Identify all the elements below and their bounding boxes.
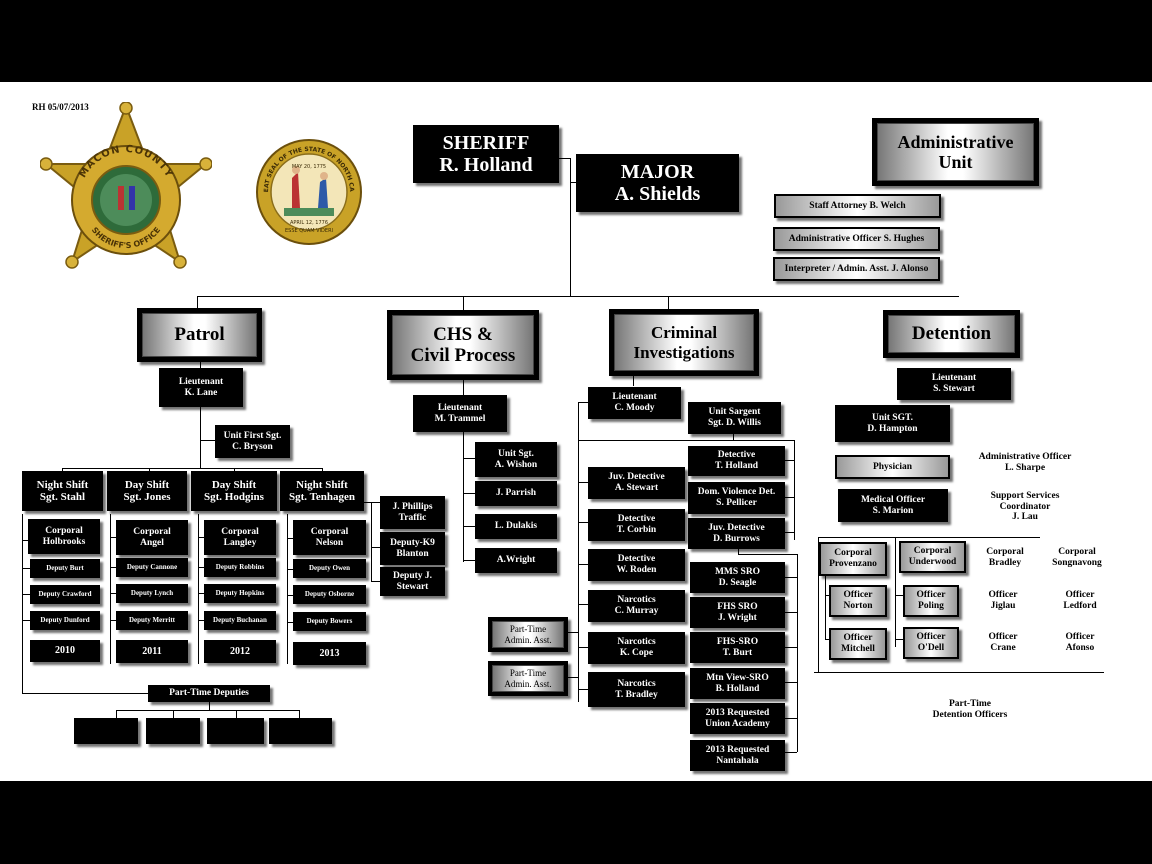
division-detention: Detention [883,310,1020,358]
detention-unit-sgt: Unit SGT. D. Hampton [835,405,950,442]
chs-lieutenant: Lieutenant M. Trammel [413,395,507,432]
ci-detective-holland: Detective T. Holland [688,446,785,476]
ci-dv-detective-pellicer: Dom. Violence Det. S. Pellicer [688,482,785,514]
year-2010: 2010 [30,640,100,662]
part-time-deputy-slot [269,718,332,744]
year-2013: 2013 [293,642,366,665]
shift-night-tenhagen: Night Shift Sgt. Tenhagen [280,471,364,511]
date-stamp: RH 05/07/2013 [32,102,89,112]
sro-requested-nantahala: 2013 Requested Nantahala [690,740,785,771]
ci-juv-detective-burrows: Juv. Detective D. Burrows [688,518,785,549]
deputy-cannone: Deputy Cannone [116,558,188,577]
deputy-osborne: Deputy Osborne [293,585,366,604]
year-2012: 2012 [204,640,276,663]
patrol-first-sgt: Unit First Sgt. C. Bryson [215,425,290,458]
corporal-holbrooks: Corporal Holbrooks [28,519,100,554]
seal-date-1: MAY 20, 1775 [292,164,326,170]
corporal-bradley: Corporal Bradley [986,547,1024,568]
deputy-crawford: Deputy Crawford [30,585,100,604]
ci-detective-corbin: Detective T. Corbin [588,509,685,541]
sro-mtn-view-holland: Mtn View-SRO B. Holland [690,668,785,699]
officer-norton: Officer Norton [829,585,887,617]
chs-dulakis: L. Dulakis [475,514,557,539]
year-2011: 2011 [116,640,188,663]
shift-day-hodgins: Day Shift Sgt. Hodgins [191,471,277,511]
chs-part-time-admin-1: Part-Time Admin. Asst. [488,617,568,652]
corporal-underwood: Corporal Underwood [899,541,966,573]
sheriff-badge-logo: MACON COUNTY SHERIFF'S OFFICE [40,102,212,269]
deputy-robbins: Deputy Robbins [204,558,276,577]
ci-narcotics-bradley: Narcotics T. Bradley [588,672,685,707]
major-box: MAJOR A. Shields [576,154,739,212]
part-time-deputy-slot [74,718,138,744]
ci-lieutenant: Lieutenant C. Moody [588,387,681,419]
ci-detective-roden: Detective W. Roden [588,549,685,581]
nc-state-seal-logo: THE GREAT SEAL OF THE STATE OF NORTH CAR… [254,138,362,245]
part-time-deputy-slot [207,718,264,744]
special-k9-blanton: Deputy-K9 Blanton [380,532,445,565]
officer-poling: Officer Poling [903,585,959,617]
seal-date-2: APRIL 12, 1776 [290,220,328,226]
special-deputy-stewart: Deputy J. Stewart [380,567,445,596]
sheriff-box: SHERIFF R. Holland [413,125,559,183]
officer-afonso: Officer Afonso [1065,632,1095,653]
deputy-buchanan: Deputy Buchanan [204,611,276,630]
ci-juv-detective-stewart: Juv. Detective A. Stewart [588,467,685,499]
officer-jiglau: Officer Jiglau [988,590,1018,611]
org-chart-slide: RH 05/07/2013 MACON COUNTY SHERIFF'S OFF… [0,82,1152,781]
sro-fhs-burt: FHS-SRO T. Burt [690,632,785,663]
deputy-burt: Deputy Burt [30,559,100,578]
patrol-lieutenant: Lieutenant K. Lane [159,368,243,407]
division-patrol: Patrol [137,308,262,362]
sro-mms-seagle: MMS SRO D. Seagle [690,562,785,593]
corporal-songnavong: Corporal Songnavong [1052,547,1102,568]
detention-part-time-officers: Part-Time Detention Officers [932,699,1008,720]
chs-wright: A.Wright [475,548,557,573]
part-time-deputy-slot [146,718,200,744]
chs-parrish: J. Parrish [475,481,557,506]
detention-admin-officer: Administrative Officer L. Sharpe [978,452,1072,473]
seal-motto: ESSE QUAM VIDERI [285,228,333,234]
detention-support-coordinator: Support Services Coordinator J. Lau [990,491,1060,523]
ci-narcotics-murray: Narcotics C. Murray [588,590,685,622]
admin-staff-attorney: Staff Attorney B. Welch [774,194,941,218]
shift-night-stahl: Night Shift Sgt. Stahl [22,471,103,511]
corporal-nelson: Corporal Nelson [293,520,366,555]
corporal-angel: Corporal Angel [116,520,188,555]
deputy-dunford: Deputy Dunford [30,611,100,630]
corporal-provenzano: Corporal Provenzano [819,542,887,576]
ci-narcotics-cope: Narcotics K. Cope [588,632,685,664]
deputy-lynch: Deputy Lynch [116,584,188,603]
division-chs-civil-process: CHS & Civil Process [387,310,539,380]
deputy-owen: Deputy Owen [293,559,366,578]
part-time-deputies-header: Part-Time Deputies [148,685,270,702]
officer-crane: Officer Crane [988,632,1018,653]
detention-medical-officer: Medical Officer S. Marion [838,489,948,522]
officer-ledford: Officer Ledford [1063,590,1097,611]
officer-mitchell: Officer Mitchell [829,628,887,660]
ci-unit-sergeant: Unit Sargent Sgt. D. Willis [688,402,781,434]
sro-fhs-wright: FHS SRO J. Wright [690,597,785,628]
division-criminal-investigations: Criminal Investigations [609,309,759,376]
detention-lieutenant: Lieutenant S. Stewart [897,368,1011,400]
corporal-langley: Corporal Langley [204,520,276,555]
deputy-hopkins: Deputy Hopkins [204,584,276,603]
sro-requested-union-academy: 2013 Requested Union Academy [690,703,785,734]
admin-interpreter: Interpreter / Admin. Asst. J. Alonso [773,257,940,281]
shift-day-jones: Day Shift Sgt. Jones [107,471,187,511]
chs-part-time-admin-2: Part-Time Admin. Asst. [488,661,568,696]
deputy-merritt: Deputy Merritt [116,611,188,630]
detention-physician: Physician [835,455,950,479]
chs-unit-sgt-wishon: Unit Sgt. A. Wishon [475,442,557,477]
admin-unit-header: Administrative Unit [872,118,1039,186]
deputy-bowers: Deputy Bowers [293,612,366,631]
officer-odell: Officer O'Dell [903,627,959,659]
special-phillips-traffic: J. Phillips Traffic [380,496,445,529]
admin-officer: Administrative Officer S. Hughes [773,227,940,251]
